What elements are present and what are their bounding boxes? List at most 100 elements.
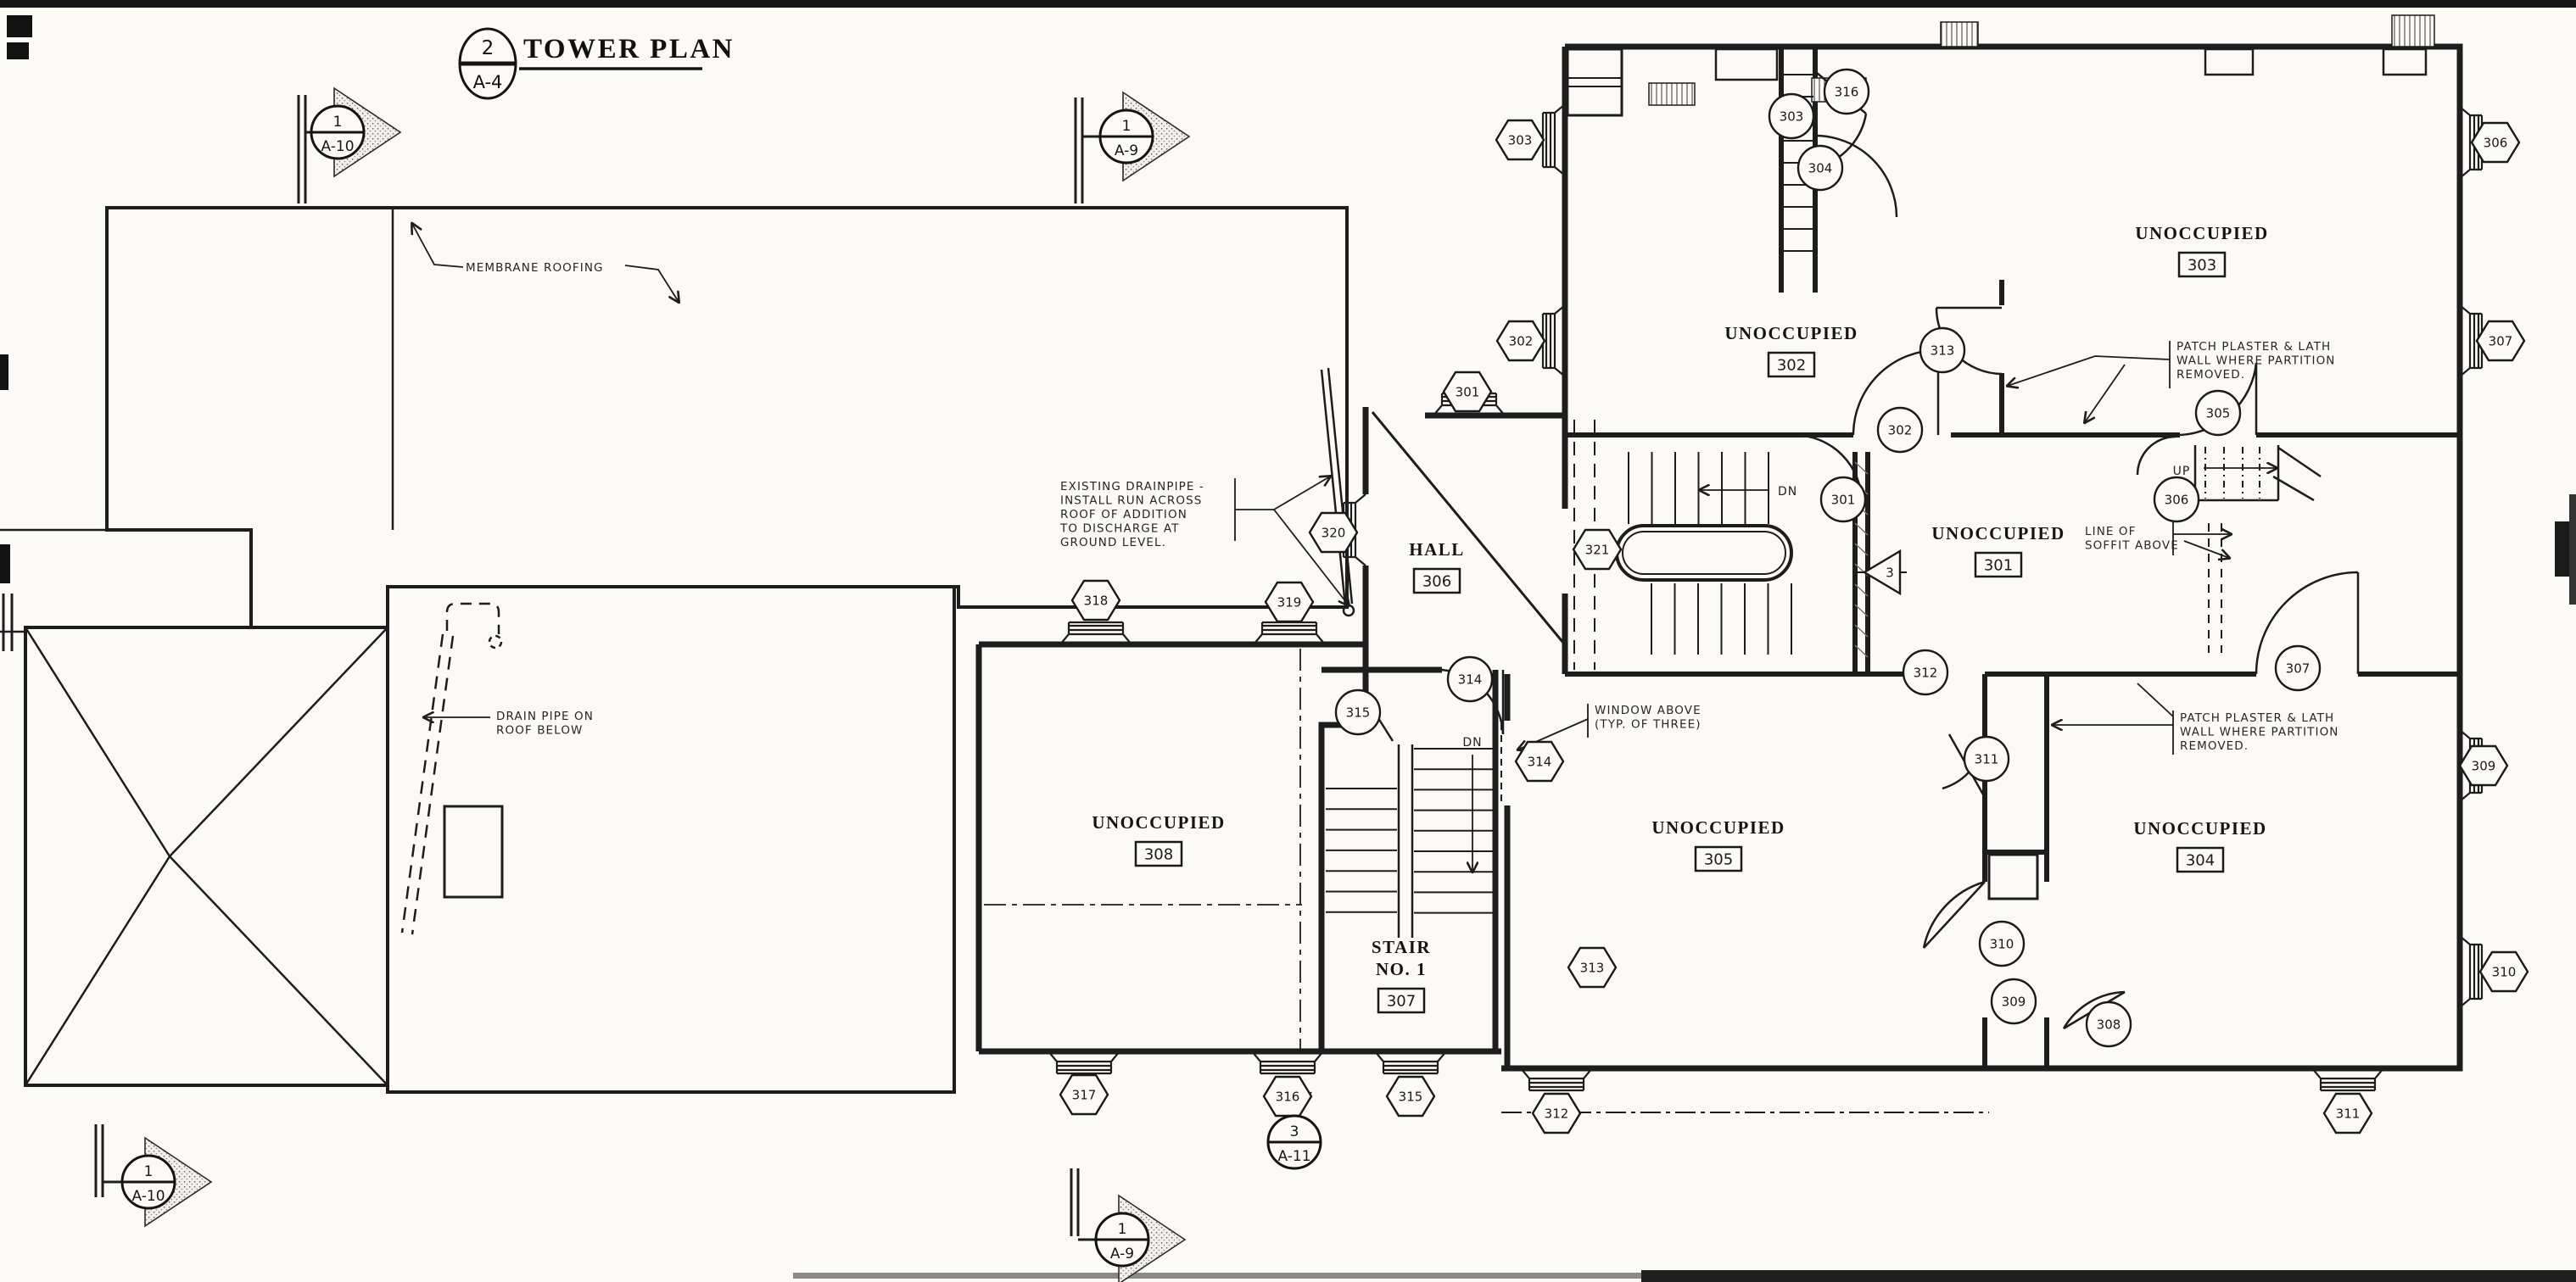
- door-marker-301: 301: [1819, 476, 1867, 523]
- window-marker-317: 317: [1059, 1073, 1109, 1116]
- svg-text:UNOCCUPIED: UNOCCUPIED: [1931, 523, 2065, 543]
- detail-marker-3: 3: [1852, 549, 1907, 596]
- window-marker-316: 316: [1262, 1075, 1313, 1118]
- svg-text:302: 302: [1888, 423, 1913, 438]
- svg-text:3: 3: [1290, 1123, 1299, 1140]
- door-marker-307: 307: [2274, 644, 2322, 692]
- svg-text:309: 309: [2002, 995, 2026, 1010]
- svg-text:STAIR: STAIR: [1372, 937, 1431, 957]
- svg-text:315: 315: [1399, 1090, 1423, 1105]
- svg-text:A-10: A-10: [321, 138, 354, 155]
- svg-text:3: 3: [1886, 566, 1894, 581]
- annotation-window-above: WINDOW ABOVE(TYP. OF THREE): [1595, 704, 1702, 732]
- svg-text:DN: DN: [1778, 485, 1797, 499]
- door-marker-309: 309: [1990, 978, 2037, 1025]
- title-block: 2 A-4 TOWER PLAN: [458, 27, 735, 100]
- room-label-303: UNOCCUPIED 303: [2135, 223, 2268, 278]
- svg-text:307: 307: [1387, 993, 1416, 1011]
- svg-text:316: 316: [1276, 1090, 1300, 1105]
- svg-text:307: 307: [2286, 661, 2311, 677]
- svg-text:309: 309: [2472, 759, 2496, 774]
- building-walls: [975, 14, 2463, 1072]
- svg-text:UNOCCUPIED: UNOCCUPIED: [2133, 818, 2266, 839]
- window-marker-314: 314: [1514, 740, 1565, 783]
- svg-text:304: 304: [2186, 852, 2215, 870]
- svg-text:305: 305: [2206, 406, 2231, 421]
- title-sheet-number: A-4: [473, 72, 503, 92]
- window-symbol: [1251, 1051, 1324, 1075]
- svg-text:1: 1: [333, 114, 343, 131]
- room-label-301: UNOCCUPIED 301: [1931, 523, 2065, 578]
- window-symbol: [1541, 103, 1566, 176]
- door-marker-314: 314: [1446, 655, 1494, 703]
- svg-text:310: 310: [1990, 937, 2014, 952]
- door-marker-315: 315: [1334, 688, 1382, 736]
- svg-text:314: 314: [1528, 755, 1552, 770]
- svg-text:UNOCCUPIED: UNOCCUPIED: [2135, 223, 2268, 243]
- svg-text:1: 1: [1122, 118, 1132, 135]
- leader-lines: [412, 224, 2277, 1115]
- svg-text:303: 303: [1508, 133, 1533, 148]
- svg-text:312: 312: [1914, 666, 1938, 681]
- window-marker-319: 319: [1264, 581, 1315, 623]
- window-marker-318: 318: [1070, 579, 1121, 621]
- door-marker-304: 304: [1796, 144, 1844, 192]
- window-symbol: [1059, 621, 1132, 645]
- svg-text:DN: DN: [1462, 736, 1482, 750]
- svg-text:1: 1: [144, 1163, 154, 1180]
- window-marker-315: 315: [1385, 1075, 1436, 1118]
- drawing-title: TOWER PLAN: [523, 34, 735, 64]
- door-marker-305: 305: [2194, 389, 2242, 437]
- window-symbol: [2459, 935, 2484, 1008]
- svg-text:306: 306: [1422, 573, 1451, 591]
- svg-text:307: 307: [2489, 334, 2513, 349]
- svg-text:302: 302: [1509, 334, 1534, 349]
- svg-text:301: 301: [1984, 557, 2013, 575]
- window-marker-302: 302: [1495, 320, 1546, 362]
- svg-text:311: 311: [1975, 752, 1999, 767]
- svg-text:308: 308: [2097, 1017, 2121, 1033]
- svg-text:319: 319: [1277, 595, 1302, 610]
- window-symbol: [1048, 1051, 1120, 1075]
- svg-text:UNOCCUPIED: UNOCCUPIED: [1651, 817, 1785, 838]
- window-marker-301: 301: [1442, 371, 1493, 413]
- window-symbol: [1253, 621, 1326, 645]
- svg-text:A-9: A-9: [1115, 142, 1138, 159]
- title-detail-number: 2: [482, 37, 495, 59]
- room-label-306: HALL 306: [1409, 539, 1465, 594]
- svg-text:320: 320: [1322, 526, 1346, 541]
- door-marker-302: 302: [1876, 406, 1924, 454]
- window-marker-313: 313: [1567, 946, 1618, 989]
- svg-text:304: 304: [1808, 161, 1833, 176]
- window-marker-321: 321: [1572, 528, 1623, 571]
- svg-text:306: 306: [2484, 136, 2508, 151]
- svg-text:311: 311: [2336, 1106, 2361, 1122]
- svg-text:306: 306: [2165, 493, 2189, 508]
- section-marker-A-9: 1A-9: [1094, 1194, 1187, 1282]
- window-marker-310: 310: [2478, 950, 2529, 993]
- section-marker-flags: [94, 95, 1100, 1241]
- door-marker-306: 306: [2153, 476, 2200, 523]
- svg-text:312: 312: [1545, 1106, 1569, 1122]
- svg-text:321: 321: [1585, 543, 1610, 558]
- svg-text:317: 317: [1072, 1088, 1097, 1103]
- svg-text:A-10: A-10: [131, 1188, 165, 1205]
- svg-text:318: 318: [1084, 594, 1109, 609]
- svg-text:302: 302: [1777, 357, 1806, 375]
- svg-text:HALL: HALL: [1409, 539, 1465, 560]
- svg-text:303: 303: [2188, 257, 2216, 275]
- stairs-and-doors: [1320, 72, 2360, 1030]
- svg-text:301: 301: [1456, 385, 1480, 400]
- section-marker-A-10: 1A-10: [120, 1136, 213, 1228]
- svg-text:A-11: A-11: [1277, 1148, 1310, 1165]
- window-marker-303: 303: [1495, 119, 1545, 161]
- door-marker-310: 310: [1978, 920, 2026, 967]
